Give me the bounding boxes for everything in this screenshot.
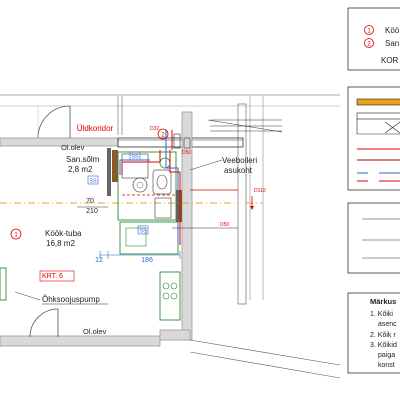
bath-marker-circle: [157, 128, 169, 140]
ss-badge-2: SS: [139, 229, 147, 235]
dim-210: 210: [86, 208, 98, 215]
legend-item2-text: San: [385, 39, 399, 48]
legend-kor-text: KOR: [381, 56, 399, 65]
notes-panel: Märkus 1. Kõiki asenc 2. Kõik r 3. Kõiki…: [347, 292, 400, 374]
bathroom-name: San.sõlm: [66, 155, 100, 164]
corridor-label: Üldkoridor: [77, 124, 114, 133]
dim-70: 70: [86, 198, 94, 205]
legend-item1-text: Köö: [385, 26, 400, 35]
dim-12: 12: [95, 257, 103, 264]
apartment-label-box: [39, 270, 75, 282]
pipe-label-b: D50: [220, 222, 229, 228]
room-marker-circle: [10, 228, 22, 240]
pipe-label-d: D32: [150, 126, 159, 132]
room-marker: 1: [14, 233, 18, 239]
ol-olev-top: Ol.olev: [61, 143, 85, 152]
legend-panel-lines: [347, 86, 400, 191]
ss-badge-3: SS: [131, 155, 139, 161]
boiler-label-2: asukoht: [224, 166, 253, 175]
walls: [0, 94, 341, 379]
pipe-label-c: D50: [182, 150, 191, 156]
doors: [29, 105, 71, 338]
notes-line3: 3. Kõikid: [370, 342, 397, 349]
room-area: 16,8 m2: [46, 239, 75, 248]
legend-panel-empty: [347, 202, 400, 274]
pipes: [14, 119, 283, 301]
room-name: Köök-tuba: [45, 229, 82, 238]
legend-marker-2: 2: [367, 42, 371, 48]
pipe-label-a: D110: [254, 188, 266, 194]
legend-panel-top: 1 2 Köö San KOR: [347, 7, 400, 71]
bathroom-fixtures: [0, 151, 181, 321]
dim-186: 186: [141, 257, 153, 264]
dimensions: [77, 206, 181, 259]
ol-olev-bottom: Ol.olev: [83, 327, 107, 336]
heatpump-label: Õhksoojuspump: [42, 295, 100, 304]
bathroom-area: 2,8 m2: [68, 165, 93, 174]
bath-marker: 2: [161, 133, 165, 139]
notes-line1b: asenc: [378, 321, 397, 328]
notes-line3b: paiga: [378, 352, 395, 359]
notes-line2: 2. Kõik r: [370, 332, 396, 339]
legend-marker-1: 1: [367, 29, 371, 35]
notes-line3c: konst: [378, 362, 395, 369]
boiler-label-1: Veeboileri: [222, 156, 257, 165]
apartment-label: KRT. 6: [42, 273, 63, 280]
notes-title: Märkus: [370, 297, 396, 306]
ss-badge-1: SS: [89, 179, 97, 185]
notes-line1: 1. Kõiki: [370, 311, 393, 318]
